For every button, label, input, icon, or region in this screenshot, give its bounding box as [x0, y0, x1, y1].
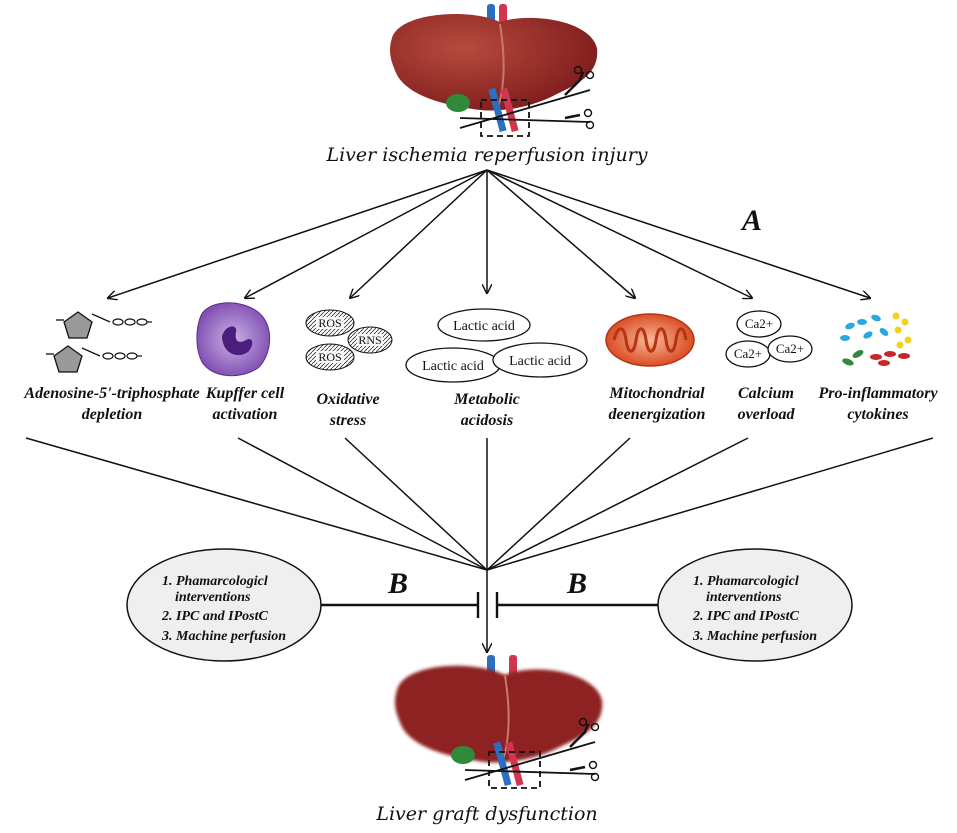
- mechanism-atp-line2: depletion: [82, 406, 143, 423]
- lactic-acid-label: Lactic acid: [509, 354, 571, 369]
- intervention-right-1: 1. Phamarcologicl: [693, 574, 799, 589]
- scissor-ring: [590, 722, 600, 732]
- arrow-to-kupffer: [245, 169, 488, 298]
- ca-label: Ca2+: [776, 341, 804, 356]
- scissor-blade: [464, 769, 596, 775]
- ros-label: ROS: [318, 316, 341, 330]
- lactic-acid-label: Lactic acid: [422, 359, 484, 374]
- arrow-to-mito: [486, 169, 635, 298]
- scissors-icon: [564, 113, 581, 120]
- scissors-icon: [569, 723, 590, 748]
- line-from-oxidative: [344, 437, 488, 571]
- calcium-ions-icon: Ca2+ Ca2+ Ca2+: [725, 310, 813, 368]
- mechanism-cytokines-line2: cytokines: [847, 406, 908, 423]
- scissor-ring: [590, 772, 600, 782]
- arrow-to-calcium: [486, 169, 752, 298]
- mechanism-metabolic-line1: Metabolic: [453, 391, 520, 408]
- gallbladder-icon: [451, 746, 475, 764]
- intervention-left-2: 2. IPC and IPostC: [161, 609, 268, 624]
- mechanism-mito-line2: deenergization: [609, 406, 706, 423]
- intervention-left-1b: interventions: [175, 590, 251, 605]
- scissor-ring: [583, 108, 593, 118]
- scissor-ring: [578, 717, 588, 727]
- intervention-oval-left: [126, 548, 322, 662]
- scissor-ring: [588, 760, 598, 770]
- marker-a: A: [740, 204, 762, 237]
- fan-out-arrows: [108, 169, 870, 298]
- line-from-atp: [25, 437, 488, 571]
- marker-b-left: B: [387, 567, 408, 600]
- vessel-blue-icon: [488, 87, 507, 133]
- cytokines-icon: [840, 312, 912, 366]
- mechanism-metabolic-line2: acidosis: [461, 412, 513, 429]
- liver-lobe-shape: [389, 14, 598, 111]
- intervention-oval-right: [657, 548, 853, 662]
- scissor-blade: [459, 89, 591, 129]
- arrow-to-atp: [108, 169, 488, 298]
- intervention-left-3: 3. Machine perfusion: [161, 629, 286, 644]
- ros-label: ROS: [318, 350, 341, 364]
- scissor-ring: [573, 65, 583, 75]
- line-from-cytokines: [486, 437, 934, 571]
- intervention-left-1: 1. Phamarcologicl: [162, 574, 268, 589]
- mechanism-cytokines-line1: Pro-inflammatory: [817, 385, 938, 402]
- gallbladder-icon: [446, 94, 470, 112]
- atp-molecule-icon: [46, 311, 152, 373]
- intervention-right-1b: interventions: [706, 590, 782, 605]
- vessel-blue-icon: [493, 741, 512, 787]
- marker-b-right: B: [566, 567, 587, 600]
- ros-rns-icon: ROS RNS ROS: [305, 309, 393, 371]
- ca-label: Ca2+: [734, 346, 762, 361]
- intervention-right-3: 3. Machine perfusion: [692, 629, 817, 644]
- kupffer-cell-icon: [196, 302, 271, 377]
- mechanism-atp-line1: Adenosine-5'-triphosphate: [23, 385, 199, 402]
- arrow-to-oxidative: [350, 169, 488, 298]
- mechanism-calcium-line2: overload: [738, 406, 796, 423]
- line-from-mito: [486, 437, 631, 571]
- mechanism-kupffer-line2: activation: [213, 406, 278, 423]
- scissors-icon: [569, 765, 586, 772]
- bottom-title: Liver graft dysfunction: [375, 803, 597, 825]
- lactic-acid-icon: Lactic acid Lactic acid Lactic acid: [405, 308, 588, 383]
- mitochondrion-icon: [605, 313, 695, 367]
- arrow-to-cytokines: [486, 169, 870, 298]
- scissors-icon: [564, 71, 585, 96]
- lactic-acid-label: Lactic acid: [453, 319, 515, 334]
- liver-illustration-top: [389, 4, 598, 137]
- mechanism-oxidative-line2: stress: [329, 412, 366, 429]
- rns-label: RNS: [358, 333, 381, 347]
- converging-lines: [25, 437, 934, 652]
- vessel-red-icon: [500, 87, 519, 133]
- inhibition-lines: [321, 592, 658, 618]
- liver-ligament: [497, 23, 505, 109]
- line-from-calcium: [486, 437, 749, 571]
- mechanism-kupffer-line1: Kupffer cell: [205, 385, 285, 402]
- mechanism-calcium-line1: Calcium: [738, 385, 794, 402]
- mechanism-labels: Adenosine-5'-triphosphate depletion Kupf…: [23, 385, 938, 429]
- line-from-kupffer: [237, 437, 488, 571]
- mechanism-oxidative-line1: Oxidative: [316, 391, 379, 408]
- liver-lobe-shape: [394, 665, 603, 763]
- scissor-blade: [464, 741, 596, 781]
- intervention-right: 1. Phamarcologicl interventions 2. IPC a…: [657, 548, 853, 662]
- top-title: Liver ischemia reperfusion injury: [325, 144, 647, 166]
- intervention-left: 1. Phamarcologicl interventions 2. IPC a…: [126, 548, 322, 662]
- scissor-ring: [585, 120, 595, 130]
- scissor-ring: [585, 70, 595, 80]
- ca-label: Ca2+: [745, 316, 773, 331]
- intervention-right-2: 2. IPC and IPostC: [692, 609, 799, 624]
- mechanism-mito-line1: Mitochondrial: [608, 385, 705, 402]
- liver-illustration-bottom: [394, 655, 603, 789]
- scissor-blade: [459, 117, 591, 123]
